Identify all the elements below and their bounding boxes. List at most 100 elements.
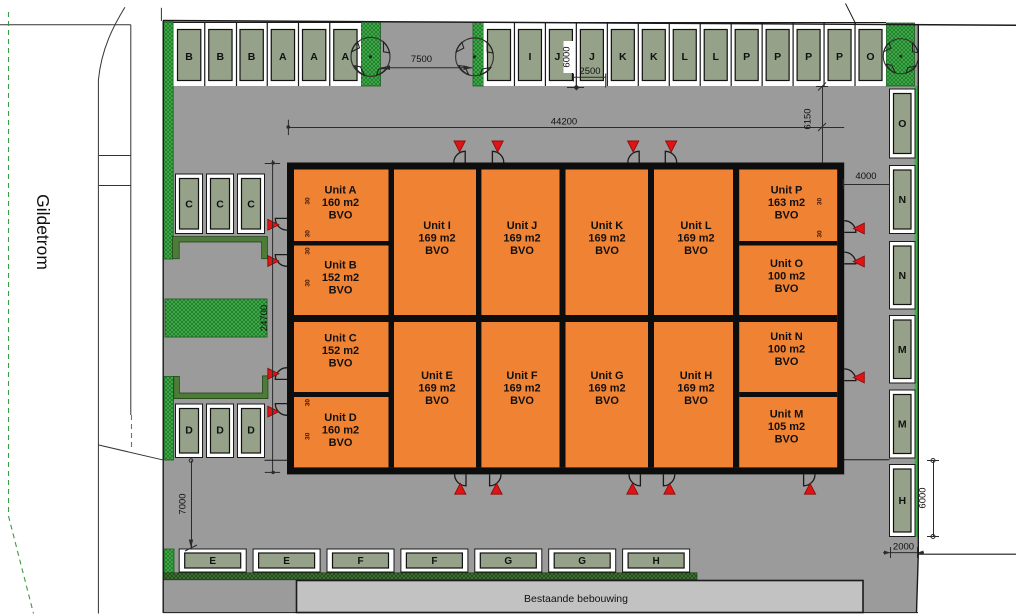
- svg-text:A: A: [310, 51, 318, 63]
- svg-text:Unit E: Unit E: [421, 370, 453, 382]
- svg-text:Unit O: Unit O: [770, 258, 803, 270]
- svg-text:A: A: [342, 51, 350, 63]
- svg-text:Unit F: Unit F: [506, 370, 537, 382]
- svg-text:C: C: [247, 199, 255, 211]
- svg-text:6000: 6000: [562, 46, 573, 67]
- svg-text:N: N: [899, 194, 907, 206]
- svg-text:169 m2: 169 m2: [677, 383, 714, 395]
- svg-text:N: N: [899, 270, 907, 282]
- svg-text:C: C: [185, 199, 193, 211]
- svg-text:30: 30: [304, 197, 311, 205]
- svg-text:30: 30: [304, 230, 311, 238]
- svg-text:6150: 6150: [803, 108, 814, 129]
- svg-text:BVO: BVO: [775, 283, 799, 295]
- svg-text:Unit N: Unit N: [770, 331, 802, 343]
- svg-text:BVO: BVO: [775, 210, 799, 222]
- svg-text:B: B: [217, 51, 225, 63]
- svg-text:160 m2: 160 m2: [322, 425, 359, 437]
- svg-text:Unit J: Unit J: [507, 220, 538, 232]
- svg-text:Unit H: Unit H: [680, 370, 712, 382]
- svg-text:K: K: [619, 51, 627, 63]
- svg-text:4000: 4000: [855, 171, 876, 182]
- svg-text:P: P: [805, 51, 812, 63]
- svg-text:C: C: [216, 199, 224, 211]
- svg-text:163 m2: 163 m2: [768, 197, 805, 209]
- svg-text:BVO: BVO: [595, 395, 619, 407]
- svg-text:B: B: [248, 51, 256, 63]
- svg-text:L: L: [713, 51, 720, 63]
- svg-text:BVO: BVO: [595, 245, 619, 257]
- svg-text:6000: 6000: [918, 487, 929, 508]
- svg-text:Unit K: Unit K: [591, 220, 623, 232]
- svg-text:169 m2: 169 m2: [588, 383, 625, 395]
- svg-text:152 m2: 152 m2: [322, 272, 359, 284]
- svg-text:P: P: [836, 51, 843, 63]
- svg-text:BVO: BVO: [510, 395, 534, 407]
- svg-text:169 m2: 169 m2: [503, 383, 540, 395]
- svg-text:169 m2: 169 m2: [503, 233, 540, 245]
- svg-text:Unit P: Unit P: [771, 185, 803, 197]
- svg-text:30: 30: [817, 198, 824, 206]
- svg-text:BVO: BVO: [775, 356, 799, 368]
- svg-text:BVO: BVO: [329, 210, 353, 222]
- svg-text:24700: 24700: [259, 305, 270, 331]
- svg-text:Unit B: Unit B: [324, 260, 356, 272]
- svg-text:BVO: BVO: [425, 395, 449, 407]
- svg-text:Unit M: Unit M: [770, 409, 804, 421]
- svg-text:Unit D: Unit D: [324, 412, 356, 424]
- svg-text:H: H: [652, 556, 659, 567]
- svg-text:A: A: [279, 51, 287, 63]
- svg-text:7500: 7500: [411, 54, 432, 65]
- svg-text:D: D: [185, 425, 193, 437]
- svg-text:30: 30: [304, 247, 311, 255]
- svg-text:100 m2: 100 m2: [768, 271, 805, 283]
- svg-text:BVO: BVO: [329, 358, 353, 370]
- svg-text:160 m2: 160 m2: [322, 197, 359, 209]
- svg-text:B: B: [185, 51, 193, 63]
- svg-text:Unit L: Unit L: [680, 220, 711, 232]
- svg-text:K: K: [650, 51, 658, 63]
- svg-text:169 m2: 169 m2: [588, 233, 625, 245]
- svg-text:Unit I: Unit I: [423, 220, 451, 232]
- svg-text:BVO: BVO: [425, 245, 449, 257]
- svg-text:152 m2: 152 m2: [322, 345, 359, 357]
- svg-text:G: G: [578, 556, 586, 567]
- svg-text:E: E: [283, 556, 290, 567]
- svg-text:30: 30: [304, 399, 311, 407]
- svg-text:F: F: [357, 556, 363, 567]
- svg-text:M: M: [898, 419, 907, 431]
- svg-text:BVO: BVO: [684, 395, 708, 407]
- svg-text:L: L: [682, 51, 689, 63]
- svg-text:100 m2: 100 m2: [768, 344, 805, 356]
- svg-text:H: H: [899, 495, 907, 507]
- svg-text:G: G: [504, 556, 512, 567]
- svg-text:7000: 7000: [178, 493, 189, 514]
- svg-text:44200: 44200: [551, 117, 577, 128]
- svg-text:P: P: [774, 51, 781, 63]
- svg-text:O: O: [866, 51, 874, 63]
- svg-text:Unit G: Unit G: [591, 370, 624, 382]
- svg-text:D: D: [247, 425, 255, 437]
- svg-text:O: O: [898, 118, 906, 130]
- svg-text:169 m2: 169 m2: [677, 233, 714, 245]
- svg-text:E: E: [209, 556, 216, 567]
- svg-text:J: J: [554, 51, 560, 63]
- svg-text:Bestaande bebouwing: Bestaande bebouwing: [524, 593, 628, 605]
- svg-text:169 m2: 169 m2: [418, 233, 455, 245]
- svg-text:105 m2: 105 m2: [768, 421, 805, 433]
- svg-text:M: M: [898, 344, 907, 356]
- svg-text:2500: 2500: [579, 66, 600, 77]
- svg-text:BVO: BVO: [329, 285, 353, 297]
- svg-text:30: 30: [304, 432, 311, 440]
- svg-text:30: 30: [304, 279, 311, 287]
- svg-text:D: D: [216, 425, 224, 437]
- svg-text:169 m2: 169 m2: [418, 383, 455, 395]
- svg-text:BVO: BVO: [775, 434, 799, 446]
- svg-text:Unit A: Unit A: [325, 185, 357, 197]
- svg-text:Unit C: Unit C: [324, 333, 356, 345]
- svg-text:BVO: BVO: [329, 437, 353, 449]
- svg-text:Gildetrom: Gildetrom: [33, 194, 53, 270]
- svg-text:2000: 2000: [893, 542, 914, 553]
- svg-text:BVO: BVO: [510, 245, 534, 257]
- svg-text:J: J: [589, 51, 595, 63]
